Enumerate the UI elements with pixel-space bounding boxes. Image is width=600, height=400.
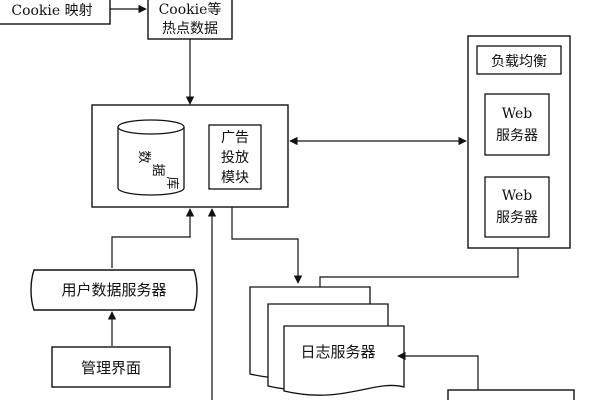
database-cylinder: 数 据 库 (117, 119, 185, 196)
admin-ui-label: 管理界面 (81, 359, 141, 377)
arrow-userdata-to-main (111, 208, 195, 268)
ad-module-box: 广告 投放 模块 (208, 124, 262, 190)
web-server-1-line2: 服务器 (496, 128, 538, 144)
web-server-1-line1: Web (502, 106, 533, 122)
cookie-mapping-box: Cookie 映射 (0, 0, 111, 25)
cookie-hot-data-line2: 热点数据 (162, 21, 218, 37)
user-data-server-label: 用户数据服务器 (61, 281, 166, 299)
admin-ui-box: 管理界面 (51, 346, 171, 388)
cookie-mapping-label: Cookie 映射 (11, 3, 92, 19)
web-server-2-line1: Web (502, 188, 533, 204)
ad-module-line2: 投放 (221, 150, 249, 166)
cookie-hot-data-box: Cookie等 热点数据 (147, 0, 233, 40)
database-char-1: 数 (136, 150, 151, 163)
ad-module-line3: 模块 (221, 170, 249, 186)
web-server-2-line2: 服务器 (496, 210, 538, 226)
user-data-server-box: 用户数据服务器 (30, 269, 198, 311)
ad-module-line1: 广告 (221, 130, 249, 146)
database-char-2: 据 (150, 163, 165, 176)
database-char-3: 库 (164, 176, 180, 189)
load-balancer-group: 负载均衡 Web 服务器 Web 服务器 (467, 35, 571, 249)
cookie-hot-data-line1: Cookie等 (159, 1, 222, 18)
arrow-bottomright-to-log (397, 351, 479, 392)
load-balance-label: 负载均衡 (491, 54, 547, 70)
arrow-main-to-log (231, 207, 303, 284)
log-server-stack: 日志服务器 (249, 286, 405, 396)
log-server-label: 日志服务器 (300, 343, 375, 361)
bottom-right-box (447, 389, 575, 400)
